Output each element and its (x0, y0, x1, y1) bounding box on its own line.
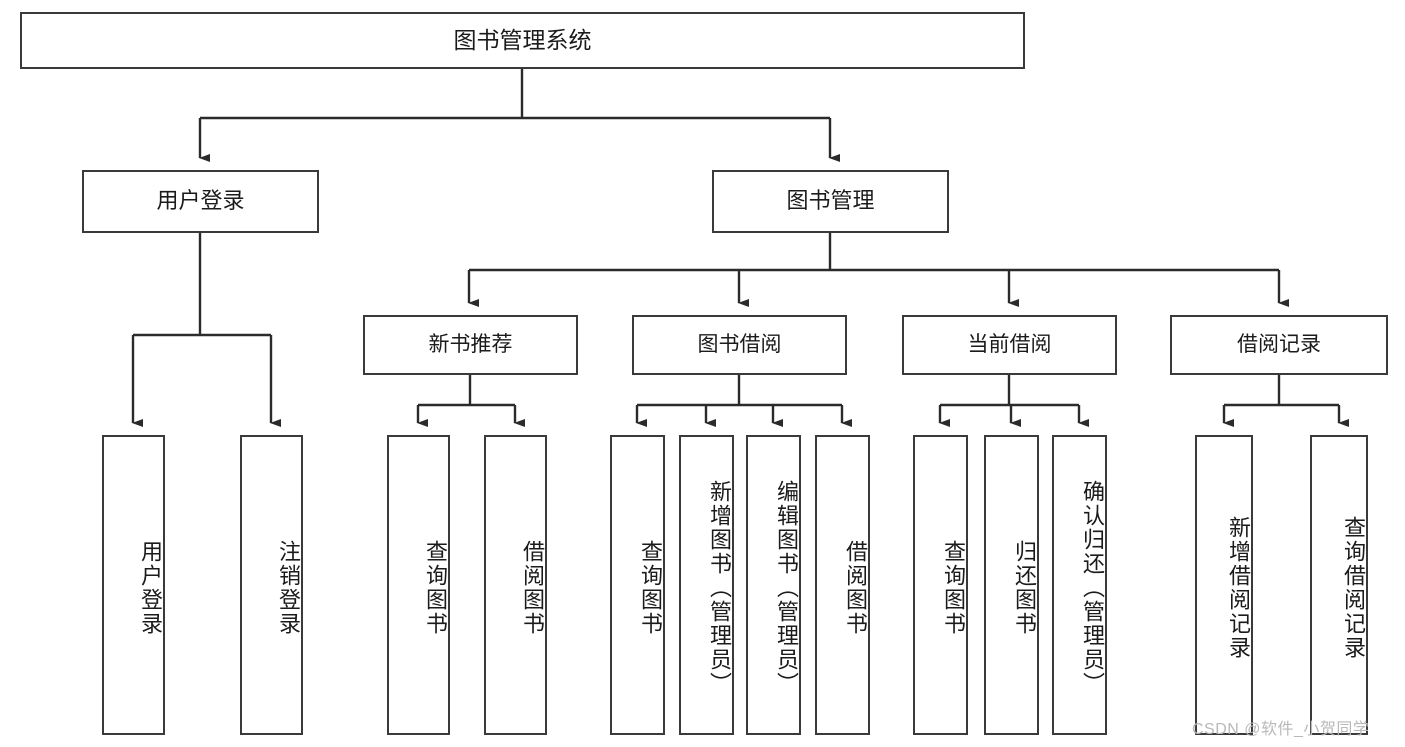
node-leaf-add-record-label: 新增借阅记录 (1226, 516, 1251, 660)
node-leaf-borrow-book-1[interactable]: 借阅图书 (484, 435, 547, 735)
node-user-login[interactable]: 用户登录 (82, 170, 319, 233)
node-leaf-user-login[interactable]: 用户登录 (102, 435, 165, 735)
node-leaf-query-book-2[interactable]: 查询图书 (610, 435, 665, 735)
node-current-borrow-label: 当前借阅 (967, 333, 1052, 357)
node-leaf-user-login-label: 用户登录 (138, 540, 163, 636)
node-leaf-query-record[interactable]: 查询借阅记录 (1310, 435, 1368, 735)
node-leaf-confirm-return[interactable]: 确认归还（管理员） (1052, 435, 1107, 735)
node-new-book-rec-label: 新书推荐 (428, 333, 513, 357)
node-root-label: 图书管理系统 (453, 27, 592, 54)
node-leaf-query-book-1-label: 查询图书 (423, 540, 448, 636)
node-book-borrow-label: 图书借阅 (697, 333, 782, 357)
node-leaf-query-book-2-label: 查询图书 (638, 540, 663, 636)
node-leaf-query-record-label: 查询借阅记录 (1341, 516, 1366, 660)
watermark: CSDN @软件_小贺同学 (1192, 721, 1370, 738)
node-borrow-record[interactable]: 借阅记录 (1170, 315, 1388, 375)
node-new-book-rec[interactable]: 新书推荐 (363, 315, 578, 375)
node-leaf-add-book-label: 新增图书（管理员） (707, 480, 732, 696)
node-leaf-borrow-book-2[interactable]: 借阅图书 (815, 435, 870, 735)
node-book-manage[interactable]: 图书管理 (712, 170, 949, 233)
node-leaf-confirm-return-label: 确认归还（管理员） (1080, 480, 1105, 696)
node-leaf-user-logout-label: 注销登录 (276, 540, 301, 636)
node-leaf-edit-book[interactable]: 编辑图书（管理员） (746, 435, 801, 735)
node-book-manage-label: 图书管理 (786, 188, 875, 214)
node-book-borrow[interactable]: 图书借阅 (632, 315, 847, 375)
node-leaf-add-record[interactable]: 新增借阅记录 (1195, 435, 1253, 735)
node-leaf-add-book[interactable]: 新增图书（管理员） (679, 435, 734, 735)
node-borrow-record-label: 借阅记录 (1237, 333, 1321, 357)
node-leaf-return-book[interactable]: 归还图书 (984, 435, 1039, 735)
node-root[interactable]: 图书管理系统 (20, 12, 1025, 69)
node-leaf-query-book-3[interactable]: 查询图书 (913, 435, 968, 735)
node-leaf-query-book-1[interactable]: 查询图书 (387, 435, 450, 735)
node-leaf-return-book-label: 归还图书 (1012, 540, 1037, 636)
node-leaf-borrow-book-2-label: 借阅图书 (843, 540, 868, 636)
node-leaf-borrow-book-1-label: 借阅图书 (520, 540, 545, 636)
node-leaf-edit-book-label: 编辑图书（管理员） (774, 480, 799, 696)
node-leaf-user-logout[interactable]: 注销登录 (240, 435, 303, 735)
node-leaf-query-book-3-label: 查询图书 (941, 540, 966, 636)
node-current-borrow[interactable]: 当前借阅 (902, 315, 1117, 375)
node-user-login-label: 用户登录 (156, 188, 245, 214)
